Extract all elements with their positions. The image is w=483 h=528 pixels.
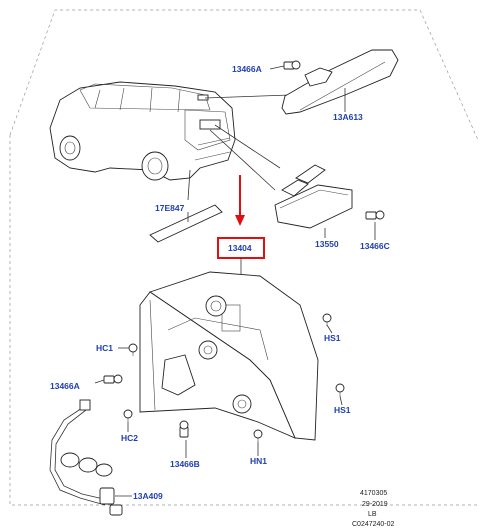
part-label-HC1: HC1 — [96, 343, 113, 353]
part-label-13A613: 13A613 — [333, 112, 363, 122]
vehicle-illustration — [49, 81, 236, 181]
highlight-arrow-head — [235, 215, 245, 226]
part-label-17E847: 17E847 — [155, 203, 185, 213]
part-label-13550: 13550 — [315, 239, 339, 249]
illustration-date: 29-2019 — [362, 501, 388, 508]
bulb-icon — [365, 210, 385, 220]
bulb-icon — [103, 374, 123, 384]
bulb-icon — [179, 420, 189, 438]
screw-icon — [123, 409, 133, 422]
tail-lamp-assembly — [139, 271, 319, 441]
leader-line — [204, 94, 291, 99]
screw-icon — [335, 383, 345, 396]
illustration-number: 4170305 — [360, 490, 387, 497]
part-label-13A409: 13A409 — [133, 491, 163, 501]
illustration-lang: LB — [368, 511, 377, 518]
part-label-HS1-lower: HS1 — [334, 405, 351, 415]
leader-line — [209, 129, 276, 191]
licence-plate-lamp — [274, 164, 353, 229]
part-label-HS1-upper: HS1 — [324, 333, 341, 343]
part-label-13466A-top: 13466A — [232, 64, 262, 74]
wiring-harness — [49, 399, 123, 516]
part-label-13466C: 13466C — [360, 241, 390, 251]
part-label-13466B: 13466B — [170, 459, 200, 469]
leader-line — [187, 169, 191, 201]
screw-icon — [128, 343, 138, 356]
high-mount-stop-lamp — [281, 49, 399, 115]
perspective-guide — [9, 9, 479, 141]
illustration-ref: C0247240-02 — [352, 521, 395, 528]
screw-icon — [322, 313, 332, 326]
part-label-HN1: HN1 — [250, 456, 267, 466]
part-label-13466A-left: 13466A — [50, 381, 80, 391]
screw-icon — [253, 429, 263, 442]
part-label-13404: 13404 — [228, 243, 252, 253]
bulb-icon — [283, 60, 301, 70]
reflector-part — [149, 204, 223, 243]
part-label-HC2: HC2 — [121, 433, 138, 443]
leader-line — [214, 124, 281, 169]
